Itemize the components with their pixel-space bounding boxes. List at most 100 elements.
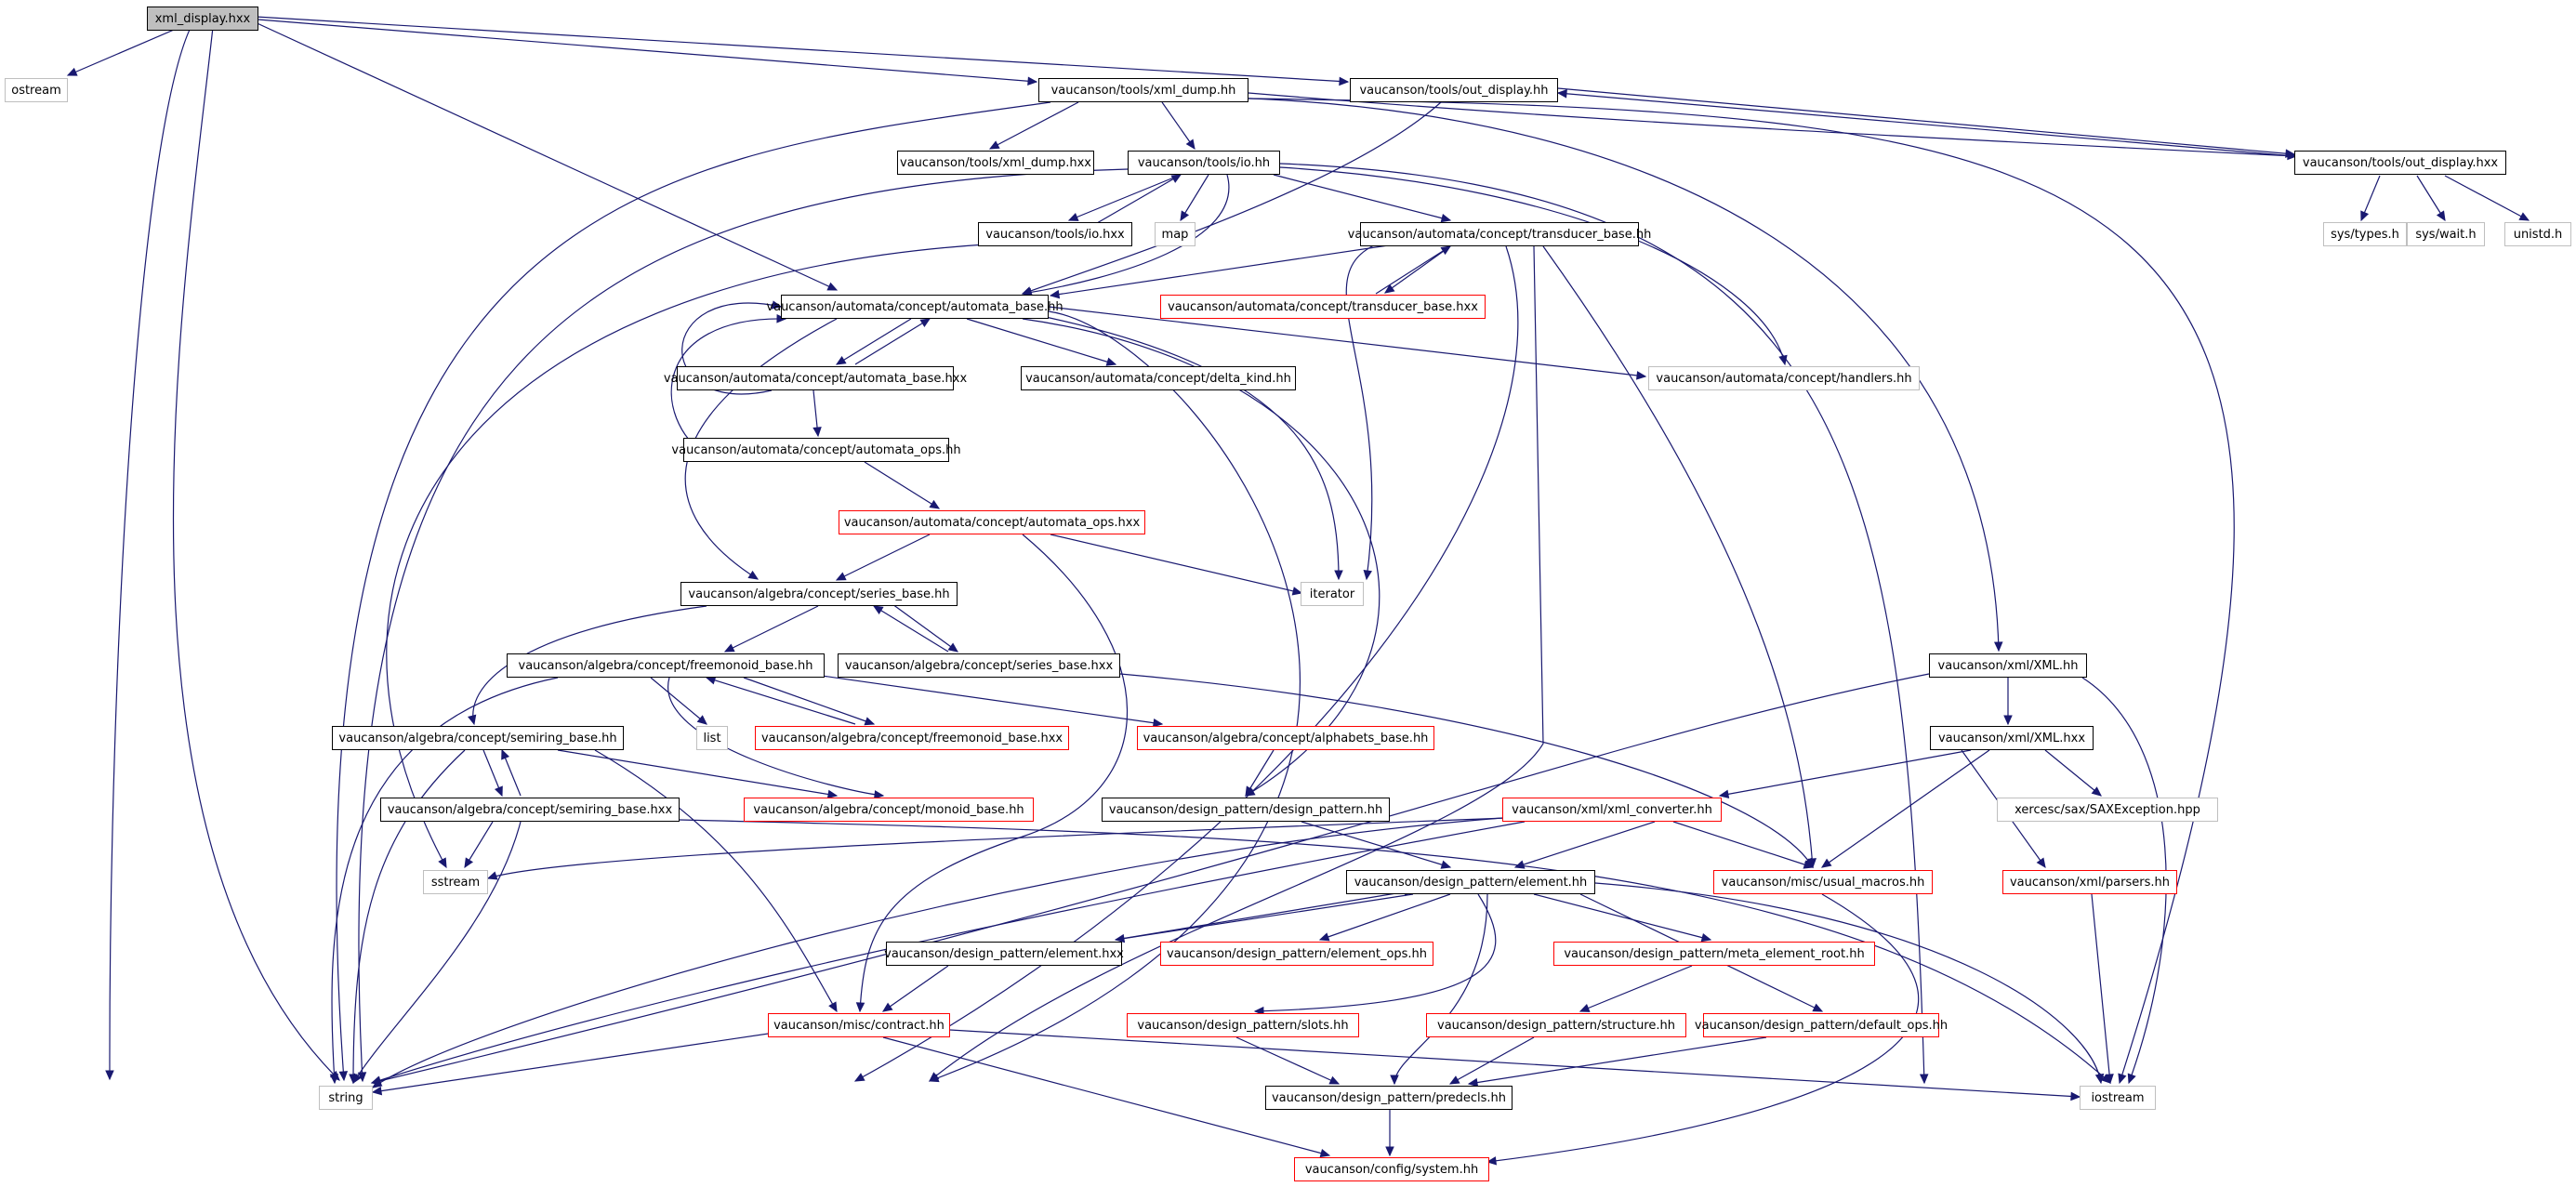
node-iostream[interactable]: iostream — [2080, 1086, 2156, 1110]
node-automata-base-hxx[interactable]: vaucanson/automata/concept/automata_base… — [664, 366, 967, 390]
edge — [929, 310, 1301, 1082]
edge — [2044, 749, 2102, 797]
edge-arrowhead — [1253, 1006, 1264, 1016]
node-element-hxx[interactable]: vaucanson/design_pattern/element.hxx — [884, 942, 1124, 966]
edge — [1319, 893, 1451, 941]
node-series-base-hxx[interactable]: vaucanson/algebra/concept/series_base.hx… — [838, 653, 1120, 678]
node-delta-kind-hh[interactable]: vaucanson/automata/concept/delta_kind.hh — [1021, 366, 1296, 390]
edge-arrowhead — [705, 676, 717, 685]
node-element-hh[interactable]: vaucanson/design_pattern/element.hh — [1346, 870, 1595, 894]
node-semiring-base-hh[interactable]: vaucanson/algebra/concept/semiring_base.… — [332, 726, 624, 750]
edge — [670, 318, 786, 456]
node-sys-wait-h[interactable]: sys/wait.h — [2407, 222, 2485, 246]
edge — [873, 605, 949, 653]
edge-arrowhead — [919, 318, 931, 328]
edge-arrowhead — [2127, 1073, 2136, 1085]
edge — [1533, 893, 1711, 941]
edge — [1821, 749, 1990, 868]
edge-arrowhead — [929, 499, 941, 509]
edge-arrowhead — [1291, 587, 1303, 596]
node-contract-hh[interactable]: vaucanson/misc/contract.hh — [768, 1013, 950, 1037]
node-transducer-base-hh[interactable]: vaucanson/automata/concept/transducer_ba… — [1348, 222, 1651, 246]
edge-arrowhead — [1185, 138, 1196, 151]
node-string[interactable]: string — [319, 1086, 373, 1110]
edge — [724, 605, 819, 653]
node-iterator[interactable]: iterator — [1301, 582, 1364, 606]
node-xml-dump-hxx[interactable]: vaucanson/tools/xml_dump.hxx — [897, 151, 1094, 175]
node-transducer-base-hxx[interactable]: vaucanson/automata/concept/transducer_ba… — [1160, 295, 1486, 319]
node-automata-ops-hxx[interactable]: vaucanson/automata/concept/automata_ops.… — [839, 510, 1145, 534]
edge — [667, 677, 884, 797]
edge-arrowhead — [501, 748, 510, 760]
edge — [1375, 245, 1451, 295]
edge-arrowhead — [1636, 371, 1647, 380]
node-io-hh[interactable]: vaucanson/tools/io.hh — [1128, 151, 1280, 175]
node-xml-hh[interactable]: vaucanson/xml/XML.hh — [1929, 653, 2087, 678]
node-xml-display-hxx[interactable]: xml_display.hxx — [147, 7, 258, 31]
node-list[interactable]: list — [696, 726, 728, 750]
edge-arrowhead — [1579, 1003, 1591, 1012]
node-element-ops-hh[interactable]: vaucanson/design_pattern/element_ops.hh — [1160, 942, 1433, 966]
edge — [882, 965, 949, 1012]
node-slots-hh[interactable]: vaucanson/design_pattern/slots.hh — [1127, 1013, 1359, 1037]
node-freemonoid-base-hh[interactable]: vaucanson/algebra/concept/freemonoid_bas… — [507, 653, 825, 678]
node-ostream[interactable]: ostream — [5, 78, 68, 102]
node-saxexception-hpp[interactable]: xercesc/sax/SAXException.hpp — [1997, 798, 2218, 822]
node-automata-base-hh[interactable]: vaucanson/automata/concept/automata_base… — [766, 295, 1063, 319]
edge — [1394, 893, 1488, 1085]
node-parsers-hh[interactable]: vaucanson/xml/parsers.hh — [2002, 870, 2177, 894]
edge — [372, 817, 1503, 1088]
edge — [949, 1029, 2081, 1098]
edge-arrowhead — [105, 1070, 114, 1081]
node-system-hh[interactable]: vaucanson/config/system.hh — [1294, 1157, 1489, 1181]
edge — [487, 817, 1507, 879]
edge-arrowhead — [947, 642, 958, 653]
edge — [594, 749, 838, 1012]
node-sstream[interactable]: sstream — [423, 870, 488, 894]
node-structure-hh[interactable]: vaucanson/design_pattern/structure.hh — [1426, 1013, 1686, 1037]
node-handlers-hh[interactable]: vaucanson/automata/concept/handlers.hh — [1648, 366, 1920, 390]
node-sys-types-h[interactable]: sys/types.h — [2323, 222, 2407, 246]
node-predecls-hh[interactable]: vaucanson/design_pattern/predecls.hh — [1265, 1086, 1513, 1110]
edge-arrowhead — [438, 857, 447, 869]
edge — [255, 16, 1349, 83]
edge — [352, 821, 522, 1084]
node-automata-ops-hh[interactable]: vaucanson/automata/concept/automata_ops.… — [671, 438, 961, 462]
edge-arrowhead — [1049, 289, 1061, 299]
edge — [1449, 1036, 1535, 1085]
node-alphabets-base-hh[interactable]: vaucanson/algebra/concept/alphabets_base… — [1137, 726, 1434, 750]
edge — [1068, 174, 1182, 221]
edge-arrowhead — [988, 140, 1000, 150]
edge — [372, 1031, 782, 1093]
edge-arrowhead — [2436, 210, 2446, 222]
edge — [1115, 893, 1414, 941]
node-default-ops-hh[interactable]: vaucanson/design_pattern/default_ops.hh — [1695, 1013, 1948, 1037]
node-out-display-hxx[interactable]: vaucanson/tools/out_display.hxx — [2294, 151, 2506, 175]
edge-arrowhead — [1993, 641, 2003, 653]
node-unistd-h[interactable]: unistd.h — [2504, 222, 2571, 246]
edge-arrowhead — [468, 714, 477, 726]
edge-arrowhead — [2360, 210, 2370, 222]
node-freemonoid-base-hxx[interactable]: vaucanson/algebra/concept/freemonoid_bas… — [755, 726, 1069, 750]
node-io-hxx[interactable]: vaucanson/tools/io.hxx — [978, 222, 1132, 246]
edge — [1040, 315, 1340, 580]
node-usual-macros-hh[interactable]: vaucanson/misc/usual_macros.hh — [1713, 870, 1933, 894]
edge-arrowhead — [1440, 214, 1452, 223]
edge — [1594, 882, 2102, 1084]
node-meta-element-root-hh[interactable]: vaucanson/design_pattern/meta_element_ro… — [1553, 942, 1875, 966]
node-series-base-hh[interactable]: vaucanson/algebra/concept/series_base.hh — [680, 582, 958, 606]
node-monoid-base-hh[interactable]: vaucanson/algebra/concept/monoid_base.hh — [744, 798, 1034, 822]
edge — [1048, 306, 1646, 377]
node-xml-hxx[interactable]: vaucanson/xml/XML.hxx — [1930, 726, 2094, 750]
edge — [859, 534, 1128, 1012]
edge-arrowhead — [881, 1002, 893, 1012]
edge — [1248, 92, 2297, 157]
node-xml-dump-hh[interactable]: vaucanson/tools/xml_dump.hh — [1038, 78, 1248, 102]
edge-arrowhead — [1440, 860, 1452, 869]
node-design-pattern-hh[interactable]: vaucanson/design_pattern/design_pattern.… — [1102, 798, 1390, 822]
node-xml-converter-hh[interactable]: vaucanson/xml/xml_converter.hh — [1502, 798, 1722, 822]
node-map[interactable]: map — [1155, 222, 1196, 246]
node-out-display-hh[interactable]: vaucanson/tools/out_display.hh — [1350, 78, 1558, 102]
node-semiring-base-hxx[interactable]: vaucanson/algebra/concept/semiring_base.… — [380, 798, 680, 822]
